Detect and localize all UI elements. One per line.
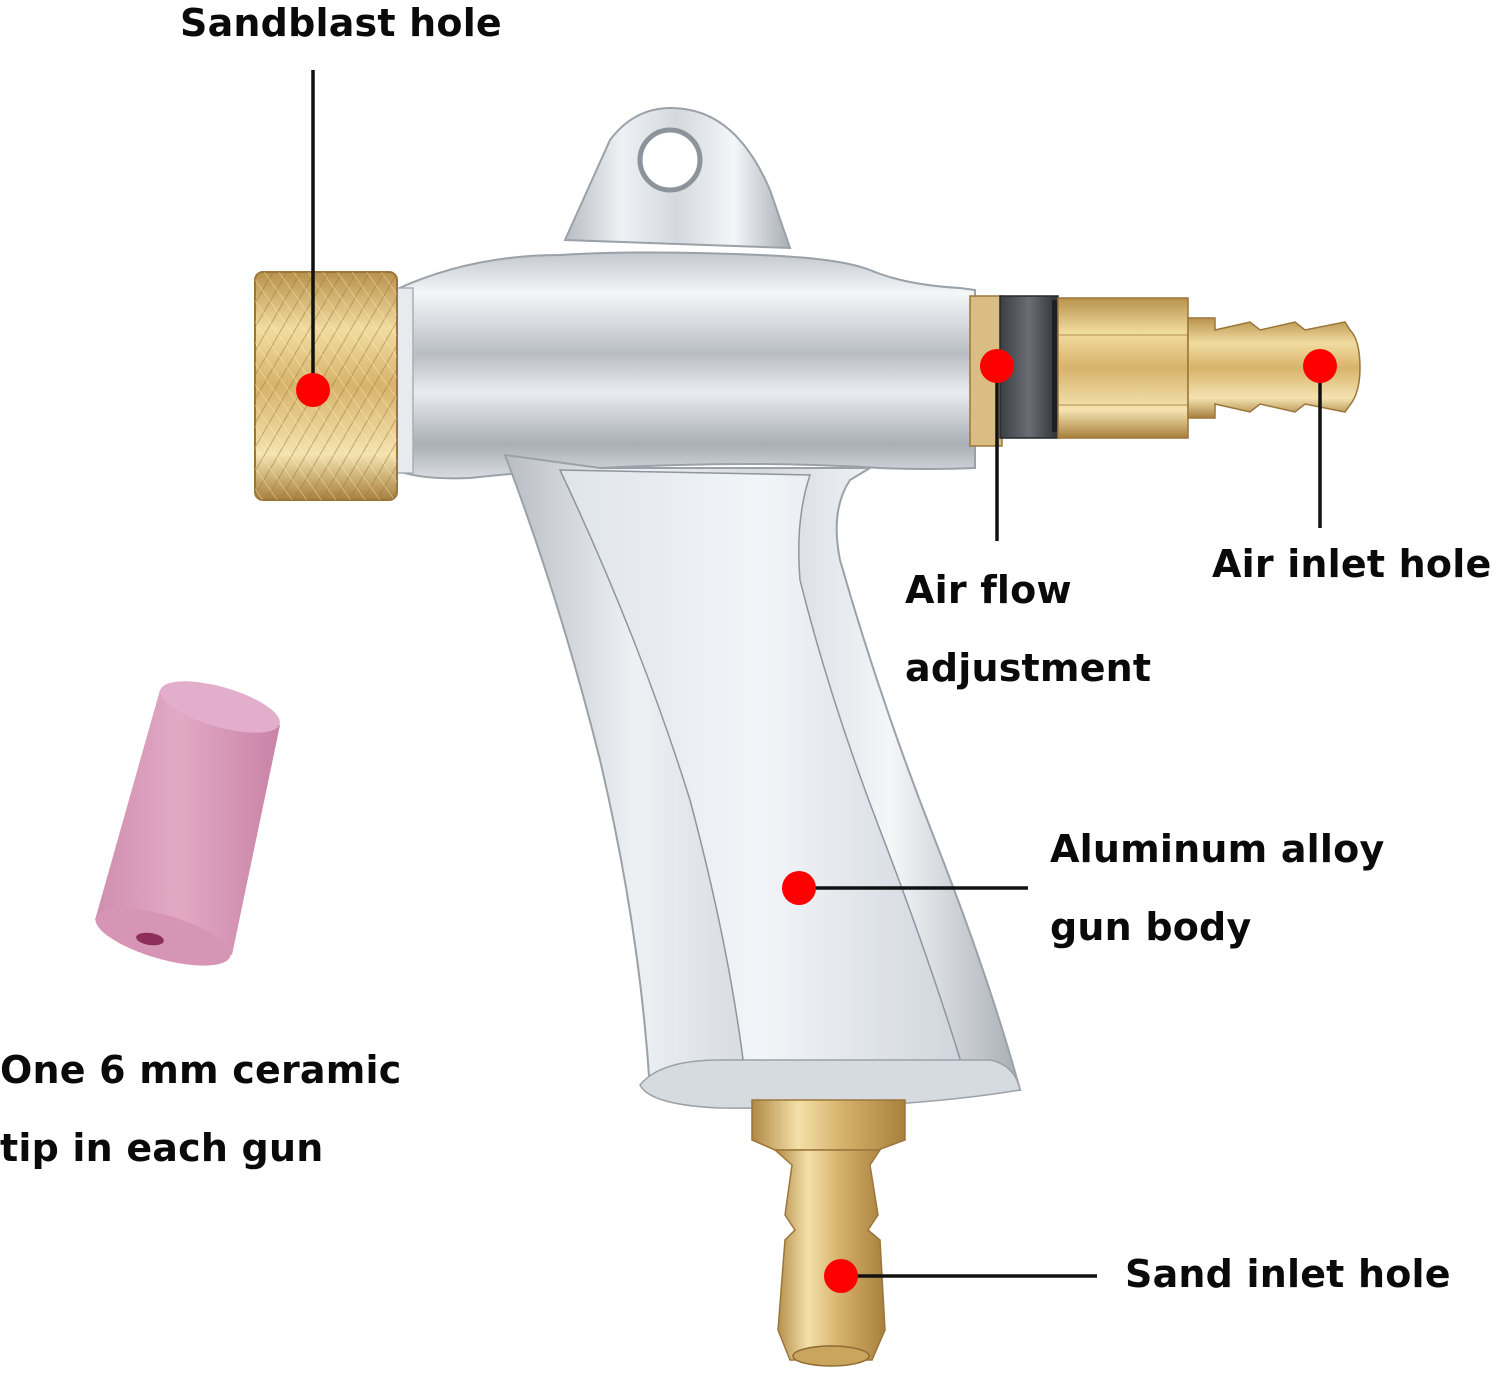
marker-dot-gun-body xyxy=(782,871,816,905)
label-air-inlet-hole: Air inlet hole xyxy=(1212,542,1492,586)
label-ceramic-tip: One 6 mm ceramic tip in each gun xyxy=(0,1048,402,1170)
hanging-lug xyxy=(563,107,792,250)
marker-dot-sandblast-hole xyxy=(296,373,330,407)
label-sand-inlet-hole: Sand inlet hole xyxy=(1125,1252,1451,1296)
label-aluminum-alloy-gun-body: Aluminum alloy gun body xyxy=(1050,827,1385,949)
sand-fitting xyxy=(751,1099,906,1367)
gun-grip xyxy=(503,453,1022,1109)
marker-dot-sand-inlet-hole xyxy=(824,1259,858,1293)
leader-lines xyxy=(311,70,1322,1278)
marker-dots xyxy=(296,349,1337,1293)
marker-dot-air-inlet-hole xyxy=(1303,349,1337,383)
ceramic-tip xyxy=(95,681,280,966)
label-sandblast-hole: Sandblast hole xyxy=(180,1,502,45)
gun-barrel xyxy=(394,251,976,480)
label-air-flow-adjustment: Air flow adjustment xyxy=(905,568,1152,690)
air-fittings xyxy=(969,295,1361,447)
marker-dot-air-flow-adjustment xyxy=(980,349,1014,383)
